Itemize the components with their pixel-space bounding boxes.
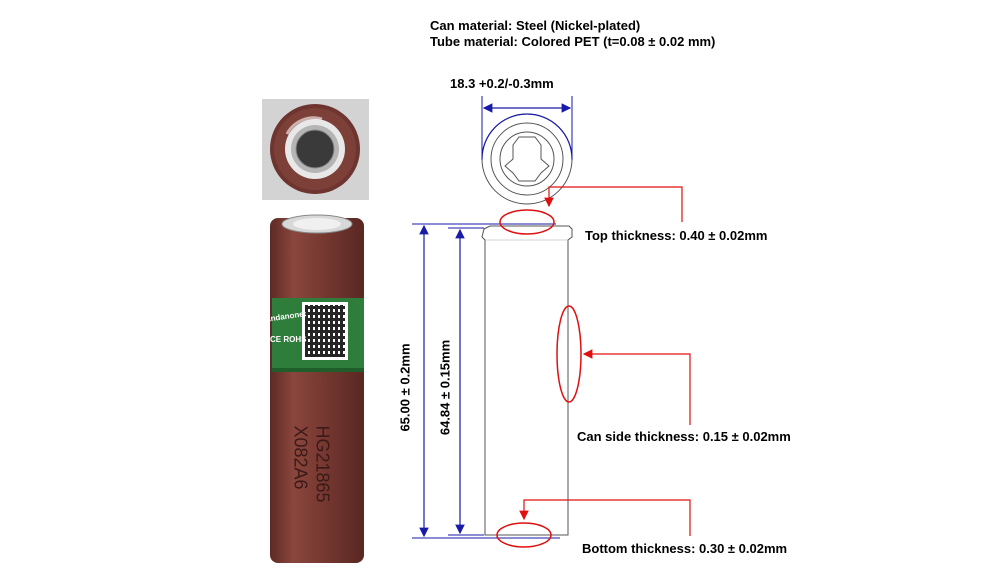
top-thickness-label: Top thickness: 0.40 ± 0.02mm — [585, 228, 768, 243]
tube-material-text: Tube material: Colored PET (t=0.08 ± 0.0… — [430, 34, 716, 49]
can-material-text: Can material: Steel (Nickel-plated) — [430, 18, 641, 33]
battery-cert-text: CE ROHS — [270, 335, 307, 344]
overall-height-label: 65.00 ± 0.2mm — [397, 343, 413, 432]
top-thickness-callout — [499, 186, 683, 235]
side-view — [481, 225, 573, 536]
bottom-thickness-callout — [496, 499, 691, 548]
diameter-dimension — [481, 96, 573, 160]
top-view — [481, 113, 573, 205]
bottom-thickness-label: Bottom thickness: 0.30 ± 0.02mm — [582, 541, 788, 556]
battery-body-photo: andanonec CE ROHS HG21865 X082A6 — [262, 210, 372, 565]
qr-code — [305, 305, 345, 357]
side-thickness-callout — [556, 305, 691, 425]
side-thickness-label: Can side thickness: 0.15 ± 0.02mm — [577, 429, 791, 444]
body-height-label: 64.84 ± 0.15mm — [437, 339, 453, 436]
diameter-label: 18.3 +0.2/-0.3mm — [450, 76, 554, 91]
battery-top-photo — [262, 99, 369, 200]
height-dimensions — [412, 223, 560, 539]
